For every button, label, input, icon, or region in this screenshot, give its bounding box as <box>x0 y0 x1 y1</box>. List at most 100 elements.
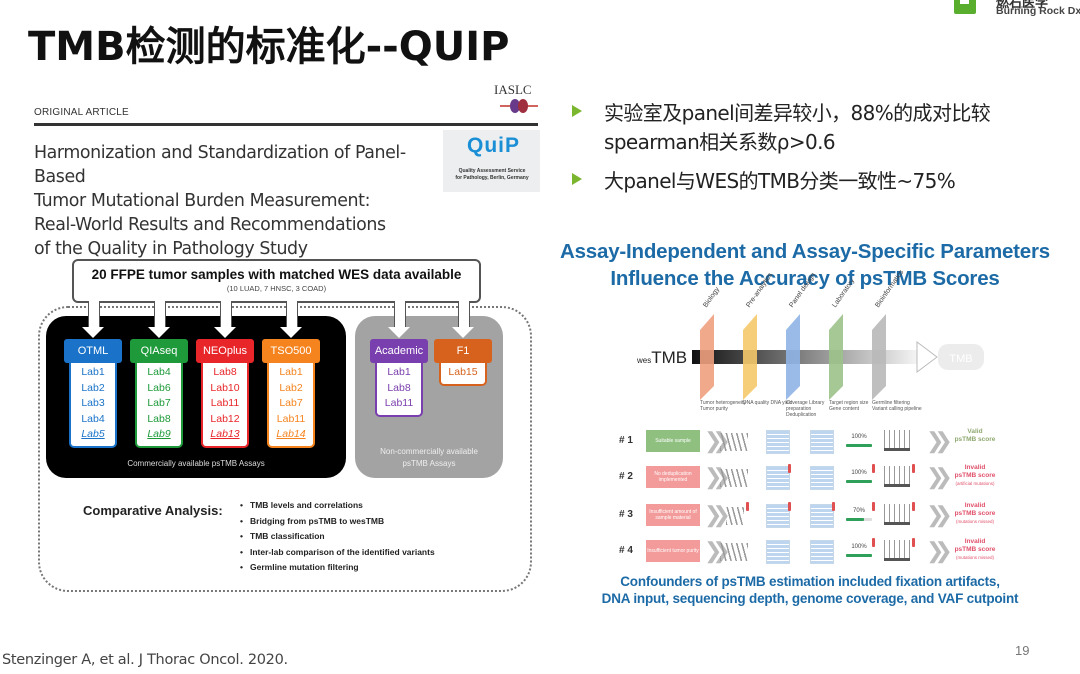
bullet-text: spearman相关系数ρ>0.6 <box>604 130 836 154</box>
lungs-icon <box>500 99 538 113</box>
scenario-label: No deduplication implemented <box>646 466 700 488</box>
lab-item: Lab4 <box>81 412 105 425</box>
scenario-number: # 2 <box>619 471 633 482</box>
chevron-right-icon: ❯❯ <box>704 464 731 489</box>
variant-peaks-icon <box>884 504 910 525</box>
pipeline-arrow-head <box>916 341 938 373</box>
slide-title: TMB检测的标准化--QUIP <box>28 24 510 70</box>
logo-name-en: Burning Rock Dx <box>996 5 1080 17</box>
figure-title-line: Influence the Accuracy of psTMB Scores <box>610 267 1000 290</box>
chevron-right-icon: ❯❯ <box>704 538 731 563</box>
scenario-label: Suitable sample <box>646 430 700 452</box>
triangle-bullet-icon <box>572 105 582 117</box>
pipeline-step-note: DNA quality DNA yield <box>743 400 793 406</box>
scenario-number: # 3 <box>619 509 633 520</box>
wes-prefix: wes <box>637 356 652 365</box>
journal-logo-text: IASLC <box>494 82 532 97</box>
figure-title: Assay-Independent and Assay-Specific Par… <box>540 238 1070 292</box>
comparative-analysis-list: TMB levels and correlations Bridging fro… <box>240 498 435 576</box>
lab-item: Lab2 <box>81 381 105 394</box>
arrow-shaft <box>88 301 100 327</box>
figure-title-line: Assay-Independent and Assay-Specific Par… <box>559 240 1050 263</box>
warning-flag-icon <box>788 464 791 473</box>
comparative-item: Germline mutation filtering <box>240 560 435 576</box>
lab-item-italic: Lab14 <box>276 428 306 440</box>
comparative-item: TMB levels and correlations <box>240 498 435 514</box>
lab-item: Lab11 <box>276 412 306 425</box>
arrow-head <box>452 327 474 338</box>
noncommercial-caption-line: Non-commercially available <box>380 447 478 456</box>
scenario-result-text: psTMB score <box>954 510 996 517</box>
coverage-percent: 100% <box>851 544 867 550</box>
chevron-right-icon: ❯❯ <box>926 538 953 563</box>
arrow-head <box>388 327 410 338</box>
study-design-frame <box>38 306 532 592</box>
logo-mark-icon <box>954 0 976 14</box>
scenario-label: Insufficient tumor purity <box>646 540 700 562</box>
samples-box: 20 FFPE tumor samples with matched WES d… <box>72 259 481 303</box>
assay-name: Academic <box>370 339 428 363</box>
warning-flag-icon <box>912 538 915 547</box>
sequencing-reads-icon <box>726 507 744 525</box>
comparative-item: Bridging from psTMB to wesTMB <box>240 514 435 530</box>
assay-name: OTML <box>64 339 122 363</box>
warning-flag-icon <box>832 502 835 511</box>
lab-item: Lab8 <box>213 366 237 378</box>
alignment-icon <box>766 430 790 454</box>
coverage-bar-fill <box>846 518 865 521</box>
scenario-result-text: psTMB score <box>954 436 996 443</box>
article-title-line: of the Quality in Pathology Study <box>34 239 308 259</box>
alignment-icon <box>766 540 790 564</box>
comparative-item: TMB classification <box>240 529 435 545</box>
sequencing-reads-icon <box>720 543 748 561</box>
lab-item: Lab10 <box>210 381 240 394</box>
chevron-right-icon: ❯❯ <box>926 464 953 489</box>
sequencing-reads-icon <box>720 433 748 451</box>
coverage-icon <box>810 504 834 528</box>
figure-caption-line: Confounders of psTMB estimation included… <box>620 574 1000 589</box>
scenario-result-text: psTMB score <box>954 546 996 553</box>
lab-item: Lab7 <box>147 397 171 409</box>
chevron-right-icon: ❯❯ <box>704 502 731 527</box>
lab-item-italic: Lab5 <box>81 428 105 440</box>
pipeline-step-note: Target region size Gene content <box>829 400 869 412</box>
coverage-percent: 70% <box>852 508 865 514</box>
coverage-percent: 100% <box>851 434 867 440</box>
article-title-line: Tumor Mutational Burden Measurement: <box>34 191 371 211</box>
comparative-analysis-label: Comparative Analysis: <box>83 503 223 518</box>
warning-flag-icon <box>912 464 915 473</box>
citation: Stenzinger A, et al. J Thorac Oncol. 202… <box>2 652 288 668</box>
coverage-icon <box>810 466 834 490</box>
lab-item-italic: Lab13 <box>210 428 240 440</box>
alignment-icon <box>766 504 790 528</box>
logo-name-cn: 燃石医学 <box>996 0 1049 10</box>
lab-item: Lab11 <box>210 397 240 409</box>
coverage-icon <box>810 540 834 564</box>
scenario-label: Insufficient amount of sample material <box>646 504 700 526</box>
arrow-head <box>148 327 170 338</box>
triangle-bullet-icon <box>572 173 582 185</box>
pipeline-output-label: TMB <box>949 353 972 365</box>
wes-main: TMB <box>651 348 688 367</box>
lab-item: Lab3 <box>81 397 105 409</box>
scenario-result-text: Valid <box>967 428 983 435</box>
coverage-icon <box>810 430 834 454</box>
warning-flag-icon <box>872 538 875 547</box>
coverage-percent: 100% <box>851 470 867 476</box>
scenario-number: # 4 <box>619 545 633 556</box>
variant-peaks-icon <box>884 466 910 487</box>
warning-flag-icon <box>788 502 791 511</box>
company-logo: 燃石医学 Burning Rock Dx <box>950 0 1080 24</box>
coverage-bar-fill <box>846 444 872 447</box>
lab-item: Lab2 <box>279 381 303 394</box>
scenario-result-note: (artificial mutations) <box>955 481 995 486</box>
pipeline-step-plane <box>786 314 800 400</box>
quip-logo-subtitle: for Pathology, Berlin, Germany <box>455 175 529 181</box>
assay-name: F1 <box>434 339 492 363</box>
lab-item: Lab1 <box>387 366 411 378</box>
